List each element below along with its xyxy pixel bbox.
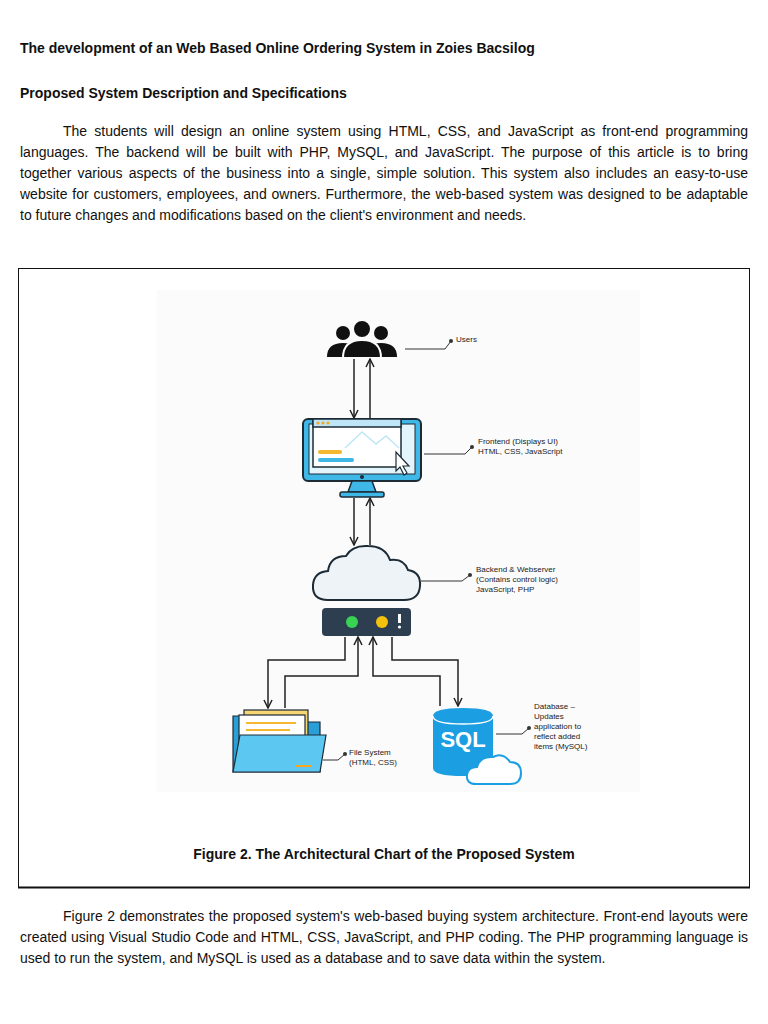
monitor-icon xyxy=(303,419,421,497)
figure-ground xyxy=(157,290,640,792)
flow-arrow xyxy=(392,637,458,706)
callout-label: Backend & Webserver (Contains control lo… xyxy=(476,565,576,595)
figure-caption: Figure 2. The Architectural Chart of the… xyxy=(18,845,750,863)
icon-node: Users xyxy=(318,320,406,359)
database-icon xyxy=(433,708,521,784)
body-paragraph: Figure 2 demonstrates the proposed syste… xyxy=(20,906,748,969)
flow-arrow xyxy=(369,359,371,418)
flow-arrow xyxy=(353,498,355,545)
icon-node: Frontend (Displays UI) HTML, CSS, JavaSc… xyxy=(302,418,423,498)
users-icon xyxy=(327,320,397,358)
document-title: The development of an Web Based Online O… xyxy=(20,39,748,57)
icon-node: SQLDatabase – Updates application to ref… xyxy=(432,706,522,786)
callout-label: Frontend (Displays UI) HTML, CSS, JavaSc… xyxy=(478,437,578,457)
body-paragraph: The students will design an online syste… xyxy=(20,121,748,226)
flow-arrow xyxy=(285,637,358,708)
callout-label: Users xyxy=(456,335,516,345)
section-heading: Proposed System Description and Specific… xyxy=(20,84,748,102)
callout-label: File System (HTML, CSS) xyxy=(349,748,404,768)
folder-icon xyxy=(233,710,326,772)
server-cloud-icon xyxy=(313,546,420,636)
flow-arrow xyxy=(373,637,440,706)
flow-arrow xyxy=(369,498,371,545)
callout-label: Database – Updates application to reflec… xyxy=(534,702,596,752)
figure-frame-bottom xyxy=(18,887,750,889)
icon-node: Backend & Webserver (Contains control lo… xyxy=(312,545,422,637)
flow-arrow xyxy=(353,359,355,418)
icon-node: File System (HTML, CSS) xyxy=(232,708,327,773)
icon-text: SQL xyxy=(432,728,494,752)
flow-arrow xyxy=(268,637,345,708)
figure-frame xyxy=(19,269,750,888)
